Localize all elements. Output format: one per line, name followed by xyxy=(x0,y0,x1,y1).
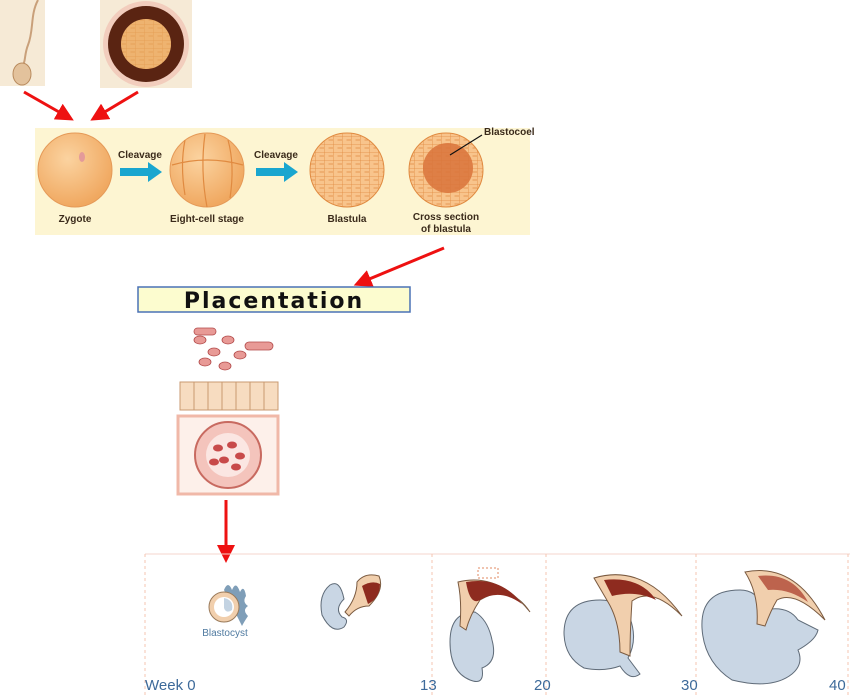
fetus-stage xyxy=(320,574,382,630)
cleavage-arrow xyxy=(120,162,162,182)
week-label: Week 0 xyxy=(145,677,196,694)
red-arrow xyxy=(23,90,74,121)
blastula xyxy=(309,132,385,208)
stage-label: of blastula xyxy=(421,224,471,235)
callout-line xyxy=(449,134,483,156)
zygote xyxy=(37,132,113,208)
stage-label: Blastula xyxy=(328,214,367,225)
cells-illustration xyxy=(176,327,280,496)
sperm-image xyxy=(0,0,45,86)
blastula-cross-section xyxy=(408,132,484,208)
eight-cell-stage xyxy=(169,132,245,208)
cleavage-label: Cleavage xyxy=(254,150,298,161)
egg-image xyxy=(100,0,192,88)
pregnancy-timeline: Blastocyst Week 0 13 20 30 40 xyxy=(144,553,850,696)
week-label: 13 xyxy=(420,677,437,694)
fetus-stage xyxy=(449,567,531,682)
week-label: 20 xyxy=(534,677,551,694)
week-label: 40 xyxy=(829,677,846,694)
blastocyst xyxy=(208,585,248,626)
cleavage-panel: Zygote Cleavage Eight-cell stage Cleavag… xyxy=(35,127,535,235)
fetus-stage xyxy=(701,570,826,685)
blastocoel-label: Blastocoel xyxy=(484,127,535,138)
placentation-title: Placentation xyxy=(184,289,364,314)
red-arrow xyxy=(353,246,445,287)
placentation-title-box xyxy=(137,286,411,313)
blastocyst-label: Blastocyst xyxy=(202,628,248,639)
red-arrow xyxy=(90,90,139,121)
stage-label: Cross section xyxy=(413,212,479,223)
cleavage-label: Cleavage xyxy=(118,150,162,161)
stage-label: Zygote xyxy=(59,214,92,225)
fetus-stage xyxy=(563,574,683,678)
week-label: 30 xyxy=(681,677,698,694)
stage-label: Eight-cell stage xyxy=(170,214,244,225)
cleavage-arrow xyxy=(256,162,298,182)
